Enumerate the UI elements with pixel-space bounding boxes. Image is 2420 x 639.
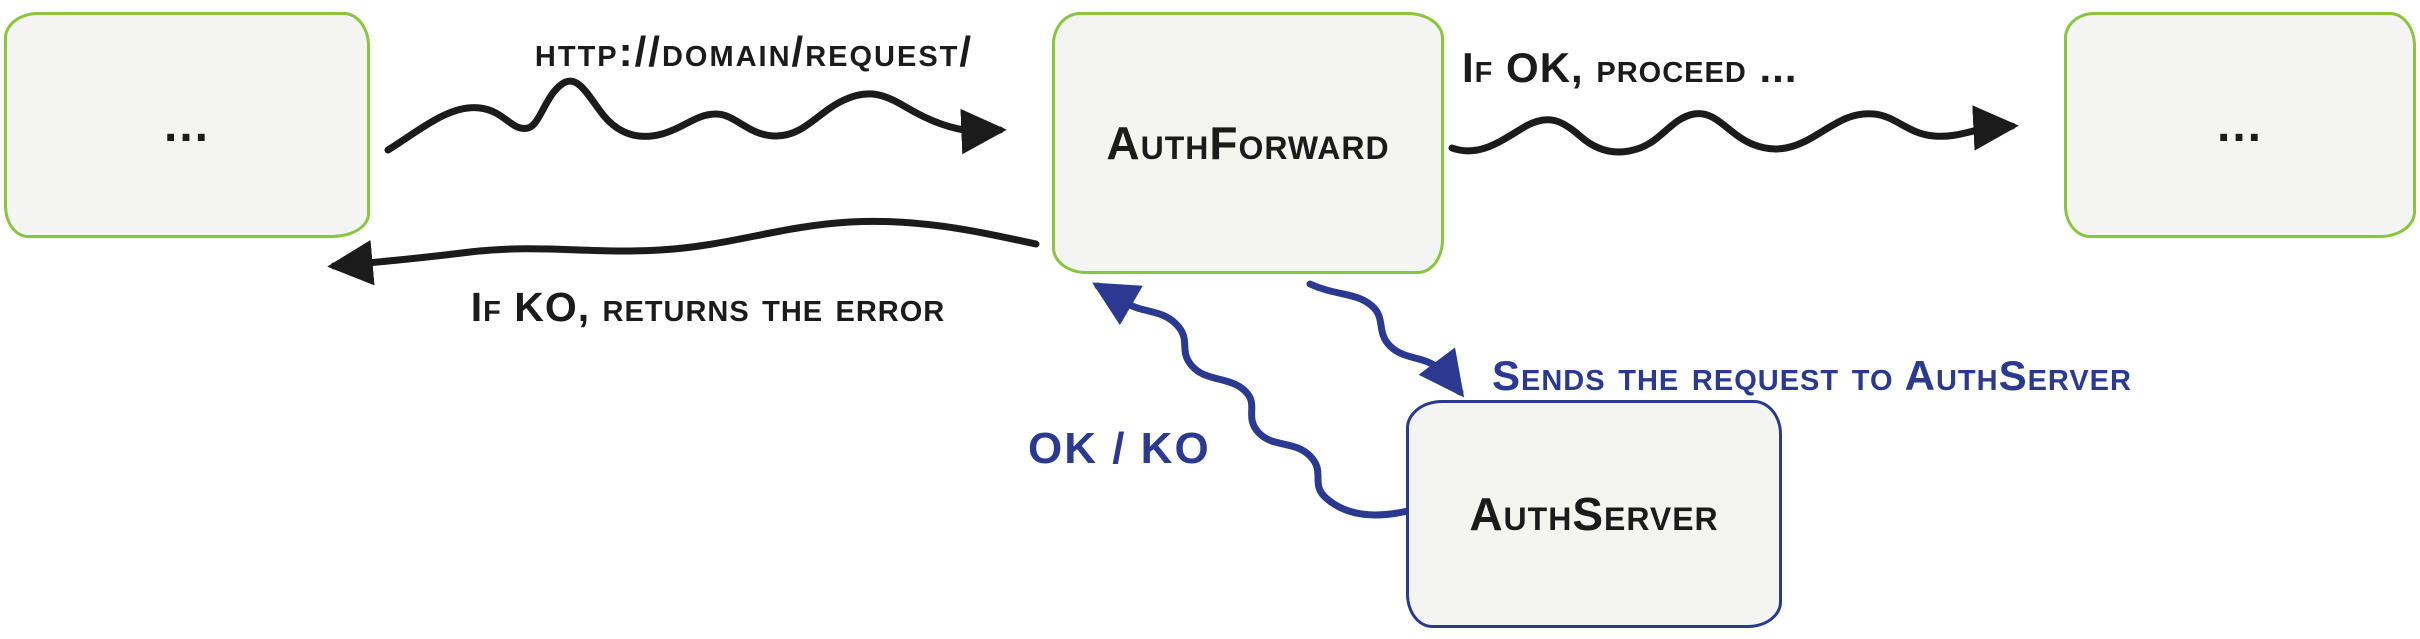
authserver-node: AuthServer xyxy=(1406,400,1782,628)
upstream-node: ... xyxy=(2064,12,2416,238)
request-arrow xyxy=(384,77,1007,155)
ok-proceed-label: If OK, proceed ... xyxy=(1462,44,1798,91)
authforward-node: AuthForward xyxy=(1052,12,1444,274)
authforward-node-label: AuthForward xyxy=(1106,117,1390,169)
ok-ko-label: OK / KO xyxy=(1028,424,1211,473)
upstream-node-label: ... xyxy=(2216,98,2263,152)
sends-request-label: Sends the request to AuthServer xyxy=(1492,352,2132,399)
ko-return-arrow xyxy=(327,217,1040,286)
client-node-label: ... xyxy=(163,98,210,152)
authserver-node-label: AuthServer xyxy=(1469,488,1719,540)
ok-ko-arrow xyxy=(1092,282,1416,519)
send-to-authserver-arrow xyxy=(1306,280,1465,398)
client-node: ... xyxy=(4,12,370,238)
ko-returns-error-label: If KO, returns the error xyxy=(470,284,946,330)
request-url-label: http://domain/request/ xyxy=(534,28,974,75)
ok-proceed-arrow xyxy=(1448,105,2019,156)
